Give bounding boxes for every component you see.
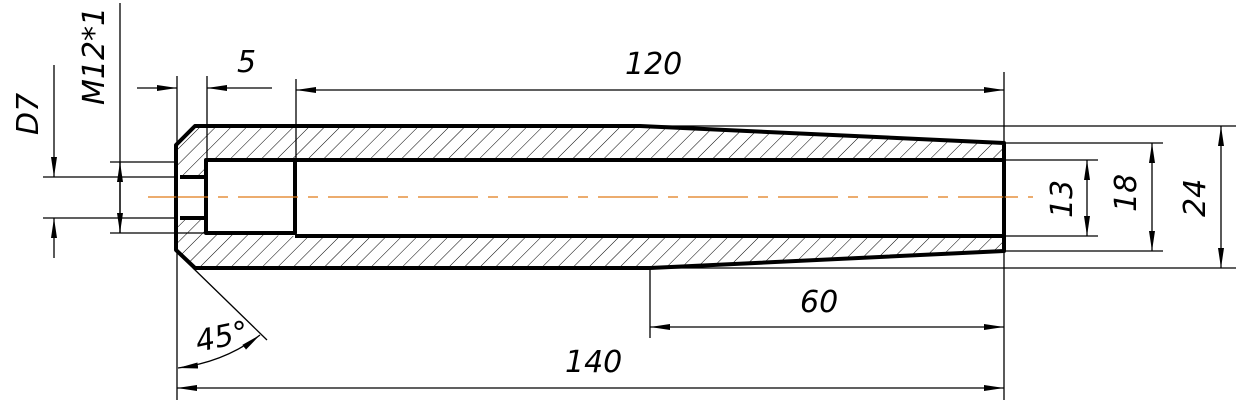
lower-wall-hatch xyxy=(176,218,1004,268)
dim-bore-length: 120 xyxy=(625,47,682,82)
dim-outer-diameter: 24 xyxy=(1178,179,1213,217)
dim-chamfer-angle: 45° xyxy=(192,315,251,360)
dim-chamfer-length: 5 xyxy=(237,45,256,80)
small-hole xyxy=(180,175,206,220)
dim-thread: M12*1 xyxy=(77,7,112,105)
thread-bore xyxy=(204,158,297,235)
dim-taper-length: 60 xyxy=(800,285,838,320)
upper-wall-hatch xyxy=(176,126,1004,177)
extension-lines xyxy=(43,3,1236,400)
bore-lines xyxy=(295,158,1004,238)
dim-total-length: 140 xyxy=(565,345,622,380)
dim-bore-diameter: 13 xyxy=(1045,180,1080,218)
dimension-lines xyxy=(51,65,1224,391)
dim-end-diameter: 18 xyxy=(1109,174,1144,212)
dim-hole-diameter: D7 xyxy=(11,93,46,135)
part-section xyxy=(148,124,1033,270)
